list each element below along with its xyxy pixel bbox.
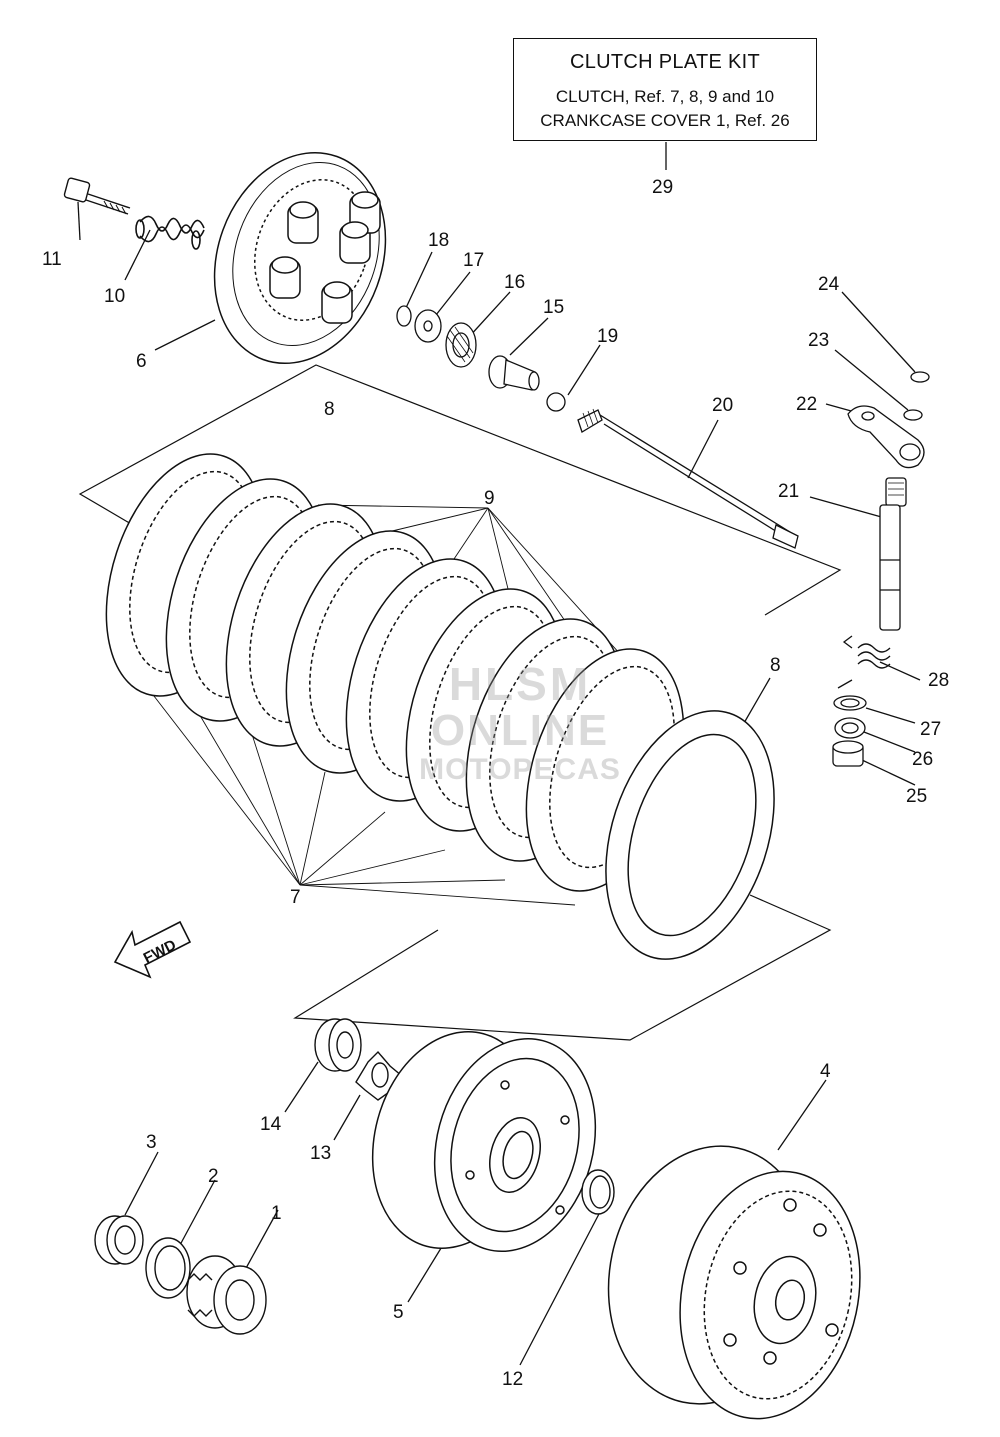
fwd-arrow-icon: FWD (113, 920, 192, 979)
callout-labels: 29 11 10 6 18 17 16 15 19 20 24 23 22 21… (42, 177, 949, 1390)
callout-10: 10 (104, 286, 125, 307)
callout-20: 20 (712, 395, 733, 416)
callout-13: 13 (310, 1143, 331, 1164)
callout-26: 26 (912, 749, 933, 770)
callout-14: 14 (260, 1114, 282, 1135)
callout-6: 6 (136, 351, 147, 372)
kit-line-clutch-refs: CLUTCH, Ref. 7, 8, 9 and 10 (555, 87, 775, 106)
callout-17: 17 (463, 250, 484, 271)
kit-line-crankcase-refs: CRANKCASE COVER 1, Ref. 26 (540, 111, 790, 130)
callout-29: 29 (652, 177, 673, 198)
clutch-boss-part-5 (371, 1030, 597, 1253)
callout-1: 1 (271, 1203, 282, 1224)
callout-22: 22 (796, 394, 817, 415)
small-parts-15-19 (396, 305, 566, 412)
kit-title: CLUTCH PLATE KIT (569, 51, 760, 73)
callout-7: 7 (290, 887, 301, 908)
callout-4: 4 (820, 1061, 831, 1082)
clutch-plate-kit-box: CLUTCH PLATE KIT CLUTCH, Ref. 7, 8, 9 an… (513, 38, 817, 141)
pressure-plate-part-6 (213, 151, 387, 365)
spring-part-10 (135, 215, 205, 250)
callout-28: 28 (928, 670, 949, 691)
callout-15: 15 (543, 297, 564, 318)
push-rod-part-20 (577, 408, 799, 549)
callout-19: 19 (597, 326, 618, 347)
callout-23: 23 (808, 330, 829, 351)
lever-shaft-parts-21-24 (847, 371, 930, 631)
callout-21: 21 (778, 481, 799, 502)
group-outline (78, 364, 842, 1041)
washer-parts-13-14 (314, 1018, 403, 1101)
callout-24: 24 (818, 274, 840, 295)
plate-leader-web (129, 504, 641, 906)
callout-11: 11 (42, 249, 62, 270)
callout-8-right: 8 (770, 655, 781, 676)
gear-washer-nut-parts-1-3 (94, 1215, 267, 1335)
callout-9: 9 (484, 488, 495, 509)
callout-5: 5 (393, 1302, 404, 1323)
clutch-plate-stack (105, 453, 775, 960)
seal-bearing-parts-25-28 (832, 635, 891, 767)
callout-3: 3 (146, 1132, 157, 1153)
bolt-part-11 (63, 177, 131, 215)
collar-part-12 (581, 1169, 615, 1215)
callout-25: 25 (906, 786, 927, 807)
callout-27: 27 (920, 719, 941, 740)
callout-12: 12 (502, 1369, 523, 1390)
clutch-housing-part-4 (607, 1145, 861, 1420)
callout-18: 18 (428, 230, 449, 251)
leader-lines (77, 142, 921, 1366)
callout-8-top: 8 (324, 399, 335, 420)
callout-2: 2 (208, 1166, 219, 1187)
callout-16: 16 (504, 272, 525, 293)
